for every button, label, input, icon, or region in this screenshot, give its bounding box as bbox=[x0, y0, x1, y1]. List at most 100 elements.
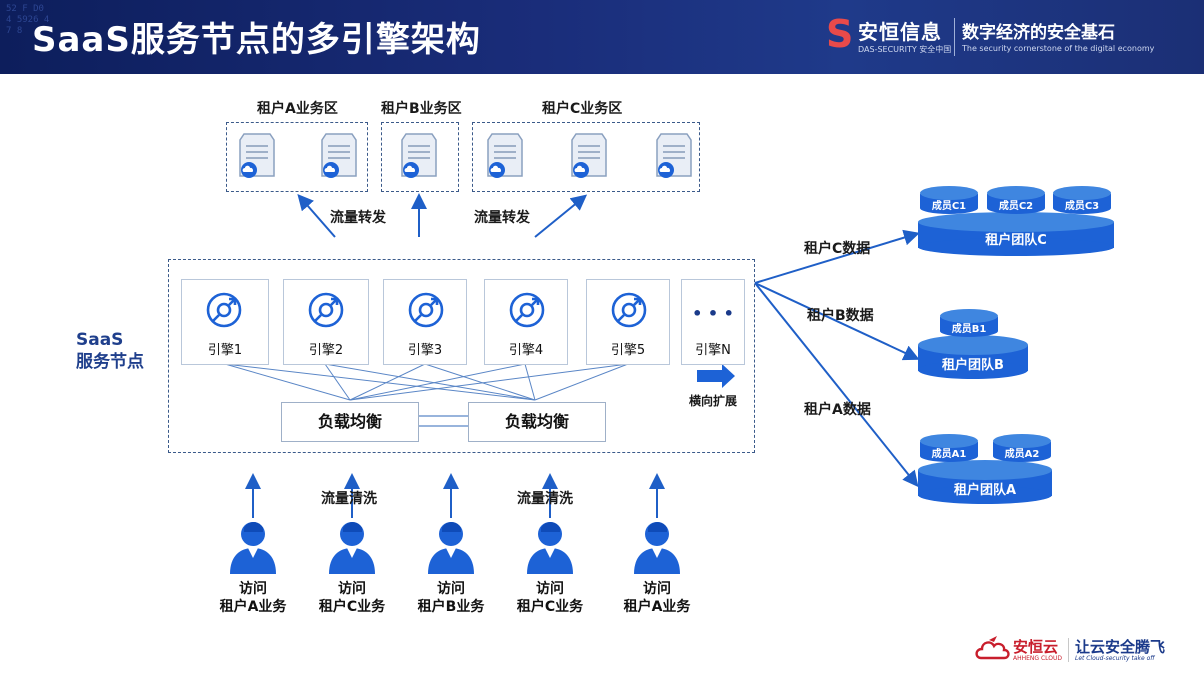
saas-node-label: SaaS 服务节点 bbox=[76, 329, 144, 373]
user-label-line1: 访问 bbox=[239, 581, 267, 597]
engine-3: 引擎3 bbox=[383, 279, 467, 365]
footer-slogan: 让云安全腾飞 bbox=[1075, 638, 1166, 656]
member-a1-label: 成员A1 bbox=[931, 449, 967, 460]
member-a2-label: 成员A2 bbox=[1004, 449, 1040, 460]
scale-arrow-icon bbox=[697, 364, 735, 388]
user-label: 访问租户C业务 bbox=[302, 580, 402, 616]
footer-slogan-en: Let Cloud-security take off bbox=[1075, 655, 1155, 662]
user-label-line2: 租户A业务 bbox=[219, 599, 287, 615]
forward-arrow-a bbox=[297, 193, 336, 238]
header-banner: 52 F D0 4 5926 4 7 8 SaaS服务节点的多引擎架构 S 安恒… bbox=[0, 0, 1204, 74]
header-pattern: 52 F D0 4 5926 4 7 8 bbox=[6, 4, 50, 36]
team-b-name: 租户团队B bbox=[942, 358, 1004, 373]
user-label-line2: 租户B业务 bbox=[417, 599, 485, 615]
anheng-cloud-logo: 安恒云 AHHENG CLOUD 让云安全腾飞 Let Cloud-securi… bbox=[975, 632, 1175, 666]
member-c2: 成员C2 bbox=[987, 186, 1045, 214]
saas-node-line1: SaaS bbox=[76, 330, 124, 350]
user-icon bbox=[424, 518, 478, 576]
data-label-a: 租户A数据 bbox=[804, 402, 871, 418]
brand-name: 安恒信息 bbox=[858, 20, 942, 44]
engine-icon bbox=[611, 292, 647, 328]
member-a2: 成员A2 bbox=[993, 434, 1051, 462]
server-icon bbox=[320, 132, 358, 180]
lb-mesh bbox=[224, 363, 629, 401]
user-icon bbox=[630, 518, 684, 576]
cloud-logo-icon bbox=[975, 636, 1010, 660]
brand-slogan: 数字经济的安全基石 bbox=[962, 23, 1115, 43]
server-icon bbox=[655, 132, 693, 180]
user-label: 访问租户C业务 bbox=[500, 580, 600, 616]
team-b: 租户团队B 成员B1 bbox=[918, 305, 1028, 381]
user-icon bbox=[226, 518, 280, 576]
server-icon bbox=[486, 132, 524, 180]
user-icon bbox=[325, 518, 379, 576]
load-balancer-2: 负载均衡 bbox=[468, 402, 606, 442]
user-label-line2: 租户C业务 bbox=[516, 599, 584, 615]
member-b1: 成员B1 bbox=[940, 309, 998, 337]
server-icon bbox=[238, 132, 276, 180]
server-icon bbox=[570, 132, 608, 180]
engine-4: 引擎4 bbox=[484, 279, 568, 365]
user-label: 访问租户B业务 bbox=[401, 580, 501, 616]
user-label-line1: 访问 bbox=[338, 581, 366, 597]
footer-brand-sub: AHHENG CLOUD bbox=[1013, 655, 1063, 662]
engine-n-label: 引擎N bbox=[695, 343, 731, 358]
member-a1: 成员A1 bbox=[920, 434, 978, 462]
engine-2-label: 引擎2 bbox=[308, 343, 344, 358]
brand-slogan-en: The security cornerstone of the digital … bbox=[962, 44, 1155, 53]
team-c-name: 租户团队C bbox=[985, 233, 1047, 248]
engine-5-label: 引擎5 bbox=[610, 343, 646, 358]
engine-4-label: 引擎4 bbox=[508, 343, 544, 358]
member-c3: 成员C3 bbox=[1053, 186, 1111, 214]
saas-node-boundary bbox=[168, 259, 755, 453]
forward-arrow-c bbox=[534, 194, 588, 238]
user-label: 访问租户A业务 bbox=[607, 580, 707, 616]
clean-label-1: 流量清洗 bbox=[321, 491, 377, 507]
scale-label: 横向扩展 bbox=[689, 394, 738, 408]
user-label-line2: 租户C业务 bbox=[318, 599, 386, 615]
zone-b bbox=[381, 122, 459, 192]
clean-label-2: 流量清洗 bbox=[517, 491, 573, 507]
zone-a-label: 租户A业务区 bbox=[257, 101, 338, 117]
engine-n: • • • 引擎N bbox=[681, 279, 745, 365]
team-a-name: 租户团队A bbox=[953, 483, 1017, 498]
logo-divider bbox=[954, 18, 955, 56]
footer-brand: 安恒云 bbox=[1013, 638, 1059, 656]
user-label-line1: 访问 bbox=[437, 581, 465, 597]
engine-icon bbox=[308, 292, 344, 328]
user-label-line1: 访问 bbox=[536, 581, 564, 597]
team-c: 租户团队C 成员C1 成员C2 成员C3 bbox=[918, 182, 1114, 258]
engine-icon bbox=[408, 292, 444, 328]
member-c3-label: 成员C3 bbox=[1064, 201, 1100, 212]
brand-sub: DAS-SECURITY 安全中国 bbox=[858, 45, 952, 54]
zone-c bbox=[472, 122, 700, 192]
ellipsis-icon: • • • bbox=[692, 304, 734, 323]
engine-1: 引擎1 bbox=[181, 279, 269, 365]
engine-icon bbox=[509, 292, 545, 328]
team-a: 租户团队A 成员A1 成员A2 bbox=[918, 430, 1052, 506]
page-title: SaaS服务节点的多引擎架构 bbox=[32, 20, 481, 60]
footer-divider bbox=[1068, 638, 1069, 662]
user-icon bbox=[523, 518, 577, 576]
engine-icon bbox=[206, 292, 242, 328]
engine-3-label: 引擎3 bbox=[407, 343, 443, 358]
user-label: 访问租户A业务 bbox=[203, 580, 303, 616]
load-balancer-1: 负载均衡 bbox=[281, 402, 419, 442]
forward-label-1: 流量转发 bbox=[330, 210, 386, 226]
engine-1-label: 引擎1 bbox=[207, 343, 243, 358]
member-c2-label: 成员C2 bbox=[998, 201, 1034, 212]
brand-mark-icon: S bbox=[826, 12, 854, 56]
data-label-b: 租户B数据 bbox=[807, 308, 874, 324]
zone-b-label: 租户B业务区 bbox=[381, 101, 462, 117]
engine-5: 引擎5 bbox=[586, 279, 670, 365]
data-label-c: 租户C数据 bbox=[804, 241, 871, 257]
member-c1: 成员C1 bbox=[920, 186, 978, 214]
zone-a bbox=[226, 122, 368, 192]
forward-label-2: 流量转发 bbox=[474, 210, 530, 226]
user-label-line2: 租户A业务 bbox=[623, 599, 691, 615]
member-b1-label: 成员B1 bbox=[951, 324, 987, 335]
zone-c-label: 租户C业务区 bbox=[542, 101, 623, 117]
das-security-logo: S 安恒信息 DAS-SECURITY 安全中国 数字经济的安全基石 The s… bbox=[826, 14, 1186, 60]
member-c1-label: 成员C1 bbox=[931, 201, 967, 212]
